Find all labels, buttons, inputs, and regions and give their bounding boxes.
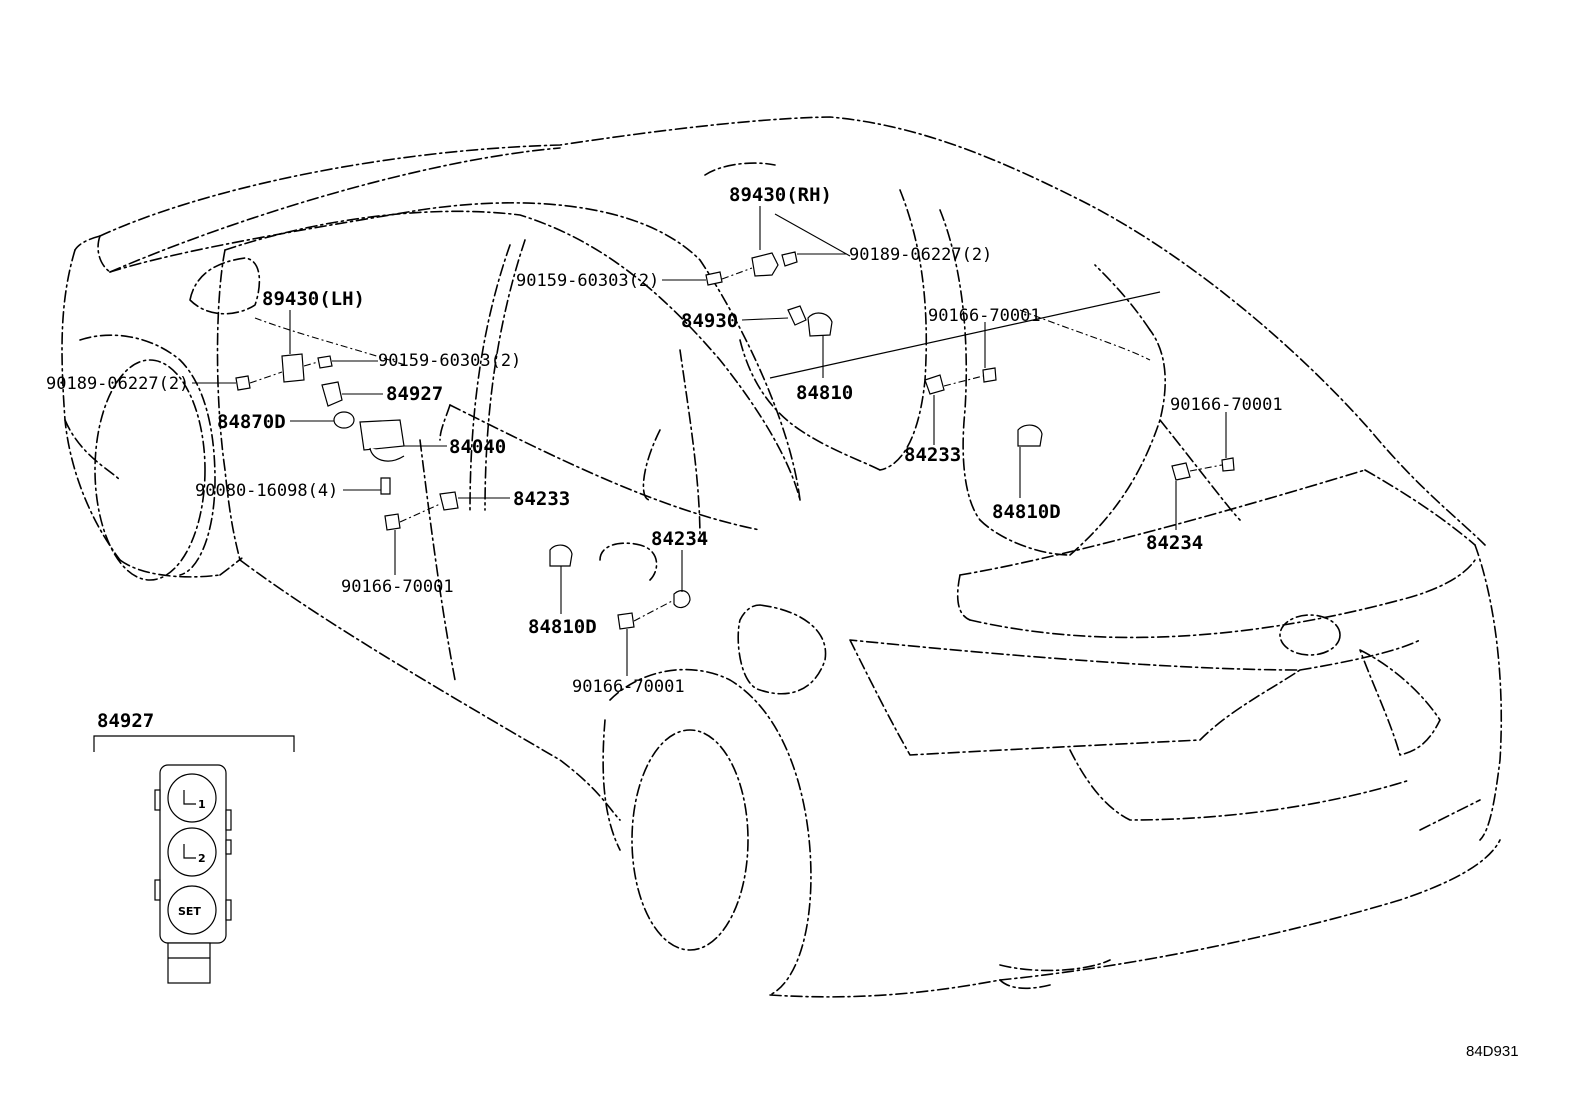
label-84870d: 84870D: [217, 411, 286, 433]
label-84233-lh: 84233: [513, 488, 570, 510]
set-button: [167, 885, 217, 935]
switch-connector: [167, 942, 211, 984]
label-90166-d: 90166-70001: [572, 677, 685, 697]
label-84234-rh: 84234: [1146, 532, 1203, 554]
seat-icon: [183, 844, 196, 859]
car-body-outline: [61, 116, 1503, 998]
switch-detail: 84927 1 2 SET: [93, 710, 295, 984]
memory-1-button: [167, 773, 217, 823]
label-90166-a: 90166-70001: [928, 306, 1041, 326]
label-84810d-lh: 84810D: [528, 616, 597, 638]
label-90159-rh: 90159-60303(2): [516, 271, 659, 291]
label-90166-c: 90166-70001: [341, 577, 454, 597]
label-90189-lh: 90189-06227(2): [46, 374, 189, 394]
leader-lines: [192, 206, 1227, 676]
label-84234-mid: 84234: [651, 528, 708, 550]
label-90159-lh: 90159-60303(2): [378, 351, 521, 371]
memory-1-label: 1: [198, 798, 206, 811]
label-84927: 84927: [386, 383, 443, 405]
label-84810: 84810: [796, 382, 853, 404]
label-90189-rh: 90189-06227(2): [849, 245, 992, 265]
seat-icon: [183, 790, 196, 805]
label-90080: 90080-16098(4): [195, 481, 338, 501]
label-84233-rh: 84233: [904, 444, 961, 466]
label-90166-b: 90166-70001: [1170, 395, 1283, 415]
label-84040: 84040: [449, 436, 506, 458]
figure-code: 84D931: [1466, 1043, 1519, 1060]
label-89430-rh: 89430(RH): [729, 184, 832, 206]
memory-2-button: [167, 827, 217, 877]
parts: [235, 251, 1235, 630]
label-84930: 84930: [681, 310, 738, 332]
memory-2-label: 2: [198, 852, 206, 865]
set-label: SET: [178, 905, 201, 918]
label-84927-detail: 84927: [97, 710, 154, 732]
label-84810d-rh: 84810D: [992, 501, 1061, 523]
wire-harness-lines: [254, 291, 1161, 379]
label-89430-lh: 89430(LH): [262, 288, 365, 310]
part-labels: 89430(RH) 90189-06227(2) 90159-60303(2) …: [46, 184, 1283, 697]
